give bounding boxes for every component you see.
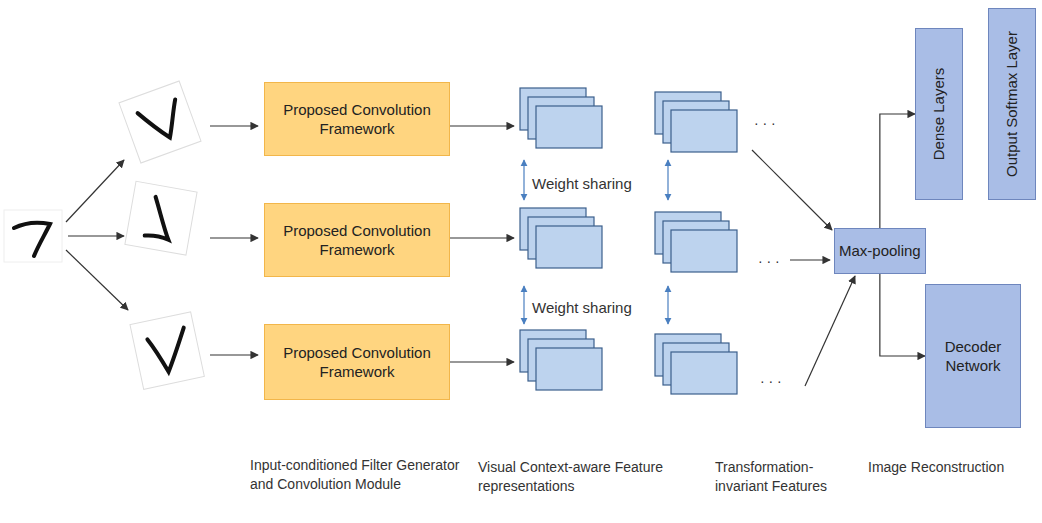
node-text: Proposed Convolution Framework xyxy=(265,343,449,382)
ellipsis: · · · xyxy=(760,372,782,391)
transformed-digit xyxy=(130,312,204,389)
feature-map xyxy=(671,352,737,394)
maxpool-box: Max-pooling xyxy=(834,228,926,274)
decoder-box: Decoder Network xyxy=(925,284,1021,428)
node-text: Proposed Convolution Framework xyxy=(265,221,449,260)
convolution-framework-box: Proposed Convolution Framework xyxy=(264,82,450,156)
ellipsis: · · · xyxy=(758,252,780,271)
input-digit xyxy=(4,210,62,262)
node-text: Decoder Network xyxy=(926,337,1020,376)
stage-caption: Image Reconstruction xyxy=(868,458,1038,477)
connector-arrow xyxy=(880,114,915,228)
connector-arrow xyxy=(880,274,925,356)
feature-map xyxy=(536,106,602,148)
feature-map xyxy=(671,230,737,272)
ellipsis: · · · xyxy=(754,114,776,133)
feature-map-stacks xyxy=(520,88,737,394)
node-text: Max-pooling xyxy=(839,241,921,261)
dense-layer-box: Dense Layers xyxy=(915,28,963,200)
convolution-framework-box: Proposed Convolution Framework xyxy=(264,203,450,277)
stage-caption: Input-conditioned Filter Generator and C… xyxy=(250,456,475,494)
softmax-layer-box: Output Softmax Layer xyxy=(988,8,1036,200)
weight-sharing-label: Weight sharing xyxy=(530,174,634,194)
transformed-digit xyxy=(119,81,201,163)
node-text: Proposed Convolution Framework xyxy=(265,100,449,139)
stage-caption: Transformation-invariant Features xyxy=(715,458,860,496)
feature-map xyxy=(536,226,602,268)
weight-sharing-label: Weight sharing xyxy=(530,298,634,318)
stage-caption: Visual Context-aware Feature representat… xyxy=(478,458,678,496)
feature-map xyxy=(671,110,737,152)
convolution-framework-box: Proposed Convolution Framework xyxy=(264,324,450,400)
node-text: Output Softmax Layer xyxy=(1002,31,1022,177)
weight-sharing-arrows xyxy=(524,160,668,324)
feature-map xyxy=(536,348,602,390)
node-text: Dense Layers xyxy=(929,68,949,161)
transformed-digit xyxy=(125,181,197,255)
arrows xyxy=(66,126,855,386)
